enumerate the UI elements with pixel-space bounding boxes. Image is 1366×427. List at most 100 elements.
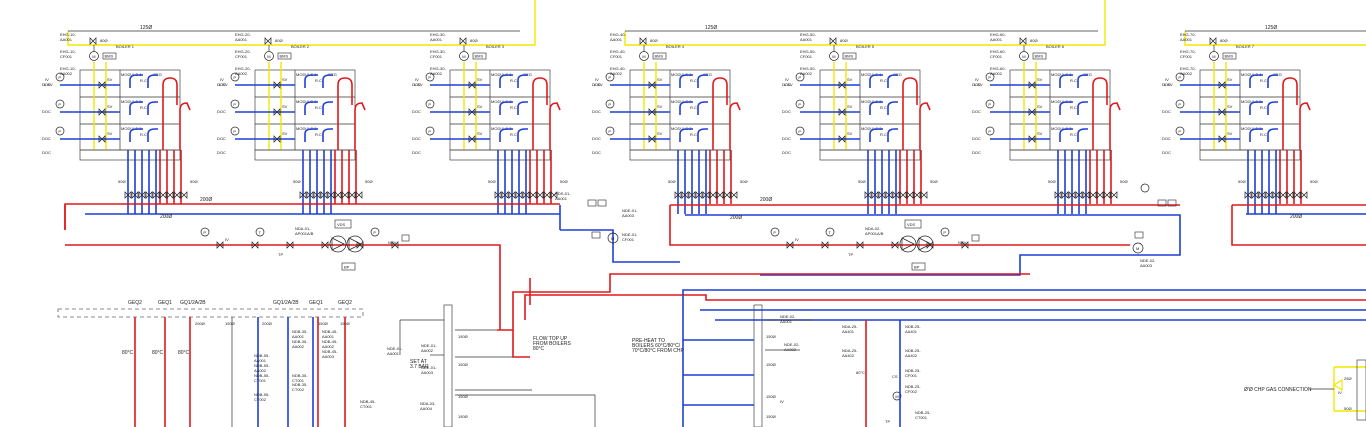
boiler-name: BOILER 6: [1046, 44, 1065, 49]
pumpset-top-tag-line: AA001: [555, 196, 568, 201]
sv-label: SV: [477, 104, 483, 109]
safety-valve-icon: [1218, 81, 1226, 89]
nde02-tag: NDE-01-CF001: [622, 232, 638, 242]
drain-tray: [449, 149, 551, 161]
boiler-unit-4: EHG-40-AA001EHG-40-CF001EHG-40-AA00280ØB…: [592, 32, 748, 214]
boiler-cf-tag-line: EHG-40-: [610, 49, 626, 54]
equipment-tag-line: NDB-45-: [322, 329, 338, 334]
isolation-valve-icon: [723, 191, 731, 199]
bp-label: BP: [914, 265, 920, 270]
pressure-gauge-icon: [795, 72, 805, 82]
doc-label: DOC: [217, 150, 226, 155]
isolation-valve-icon: [1082, 191, 1090, 199]
doc-label: DOC: [1162, 109, 1171, 114]
pressure-gauge-icon-letter: P: [233, 129, 236, 134]
tp-label: TP: [278, 252, 283, 257]
pressure-gauge-icon: [425, 126, 435, 136]
safety-valve-icon: [98, 135, 106, 143]
pumpset-tag: NDA-01-AP001A/B: [295, 226, 314, 236]
doc-label: DOC: [972, 150, 981, 155]
return-header-size-b: 200Ø: [730, 215, 742, 221]
safety-valve-icon: [648, 81, 656, 89]
misc-label-size_50: 50Ø: [1344, 406, 1352, 411]
equipment-tag-line: NDB-45-: [360, 399, 376, 404]
pressure-gauge-icon-letter: P: [1178, 102, 1181, 107]
isolation-valve-icon: [159, 191, 167, 199]
pressure-gauge-icon-letter: P: [798, 129, 801, 134]
boiler-ehs-tag: EHG-50-AA002: [800, 66, 816, 76]
isolation-valve-icon: [688, 191, 696, 199]
bms-label: BMS: [655, 54, 664, 59]
module-label: MODULE 2: [1241, 99, 1262, 104]
lsv-label: L.SV: [594, 82, 603, 87]
return-loop: [129, 74, 143, 88]
dist-temp-2: 80°C: [178, 350, 190, 356]
gas-valve-size: 80Ø: [275, 38, 283, 43]
boiler-cf-tag: EHG-30-CF001: [430, 49, 446, 59]
return-loop: [517, 101, 528, 115]
return-loop: [129, 101, 143, 115]
return-loop: [304, 128, 318, 142]
misc-label-temp: 80°C: [856, 370, 865, 375]
safety-valve-icon: [273, 108, 281, 116]
right-tag-line: AA003: [1140, 263, 1153, 268]
bms-label: BMS: [475, 54, 484, 59]
boiler-ehs-tag-line: EHG-40-: [610, 66, 626, 71]
dist-header-2: GQ1/2A/2B: [180, 300, 206, 306]
boiler-ehg-tag: EHG-20-AA001: [235, 32, 251, 42]
return-loop: [1077, 74, 1088, 88]
isolation-valve-icon: [1265, 191, 1273, 199]
right-m: M: [1136, 246, 1139, 251]
equipment-tag: NDB-45-AA002: [322, 339, 338, 349]
doc-label: DOC: [412, 150, 421, 155]
boiler-ehg-tag-line: AA001: [990, 37, 1003, 42]
doc-label: DOC: [42, 109, 51, 114]
bms-box: [277, 52, 292, 60]
pressure-gauge-icon-letter: P: [58, 129, 61, 134]
pressure-gauge-icon: [425, 72, 435, 82]
return-loop: [1267, 128, 1278, 142]
doc-label: DOC: [42, 150, 51, 155]
boiler-ehg-tag: EHG-70-AA001: [1180, 32, 1196, 42]
flow-header-size-a: 200Ø: [200, 197, 212, 203]
boiler-unit-2: EHG-20-AA001EHG-20-CF001EHG-20-AA00280ØB…: [217, 32, 373, 214]
flow-loop: [1109, 102, 1121, 150]
isolation-valve-icon: [138, 191, 146, 199]
misc-label-iv: IV: [1338, 390, 1342, 395]
boiler-cf-tag-line: CF001: [990, 54, 1003, 59]
lsv-label: L.SV: [974, 82, 983, 87]
safety-valve-icon: [468, 135, 476, 143]
iv-label: IV: [225, 237, 229, 242]
gas-supply-lines: 125Ø 125Ø 125Ø: [67, 0, 1366, 46]
pumpset-tag-line: NDA-02-: [865, 226, 881, 231]
isolation-valve-icon: [1075, 191, 1083, 199]
dist-size-1: 150Ø: [225, 321, 235, 326]
drain-tray: [254, 149, 356, 161]
rc-label: R.C: [1260, 132, 1267, 137]
flow-loop: [549, 102, 561, 150]
module-label: MODULE 2: [671, 99, 692, 104]
pressure-gauge-icon: [795, 126, 805, 136]
doc-label: DOC: [412, 136, 421, 141]
rc-label: R.C: [1070, 132, 1077, 137]
inline-valve-icon: [926, 241, 934, 249]
iv-label: IV: [1165, 77, 1169, 82]
module-label: MODULE 1: [1051, 72, 1072, 77]
equipment-tag: NDB-35-AA002: [292, 339, 308, 349]
pump-icon: [329, 235, 347, 253]
pressure-gauge-icon-letter: P: [58, 75, 61, 80]
boiler-name: BOILER 5: [856, 44, 875, 49]
drain-tray: [629, 149, 731, 161]
isolation-valve-icon: [152, 191, 160, 199]
boiler-ehg-tag-line: EHG-10-: [60, 32, 76, 37]
pressure-gauge-icon-letter: P: [798, 75, 801, 80]
pump-arrow-icon: [348, 237, 362, 251]
sensor-box: [401, 234, 410, 242]
bms-box: [1032, 52, 1047, 60]
equipment-tag-line: NDB-25-: [905, 348, 921, 353]
module-label: MODULE 3: [1051, 126, 1072, 131]
rc-label: R.C: [510, 78, 517, 83]
isolation-valve-icon: [166, 191, 174, 199]
sv-label: SV: [1227, 77, 1233, 82]
